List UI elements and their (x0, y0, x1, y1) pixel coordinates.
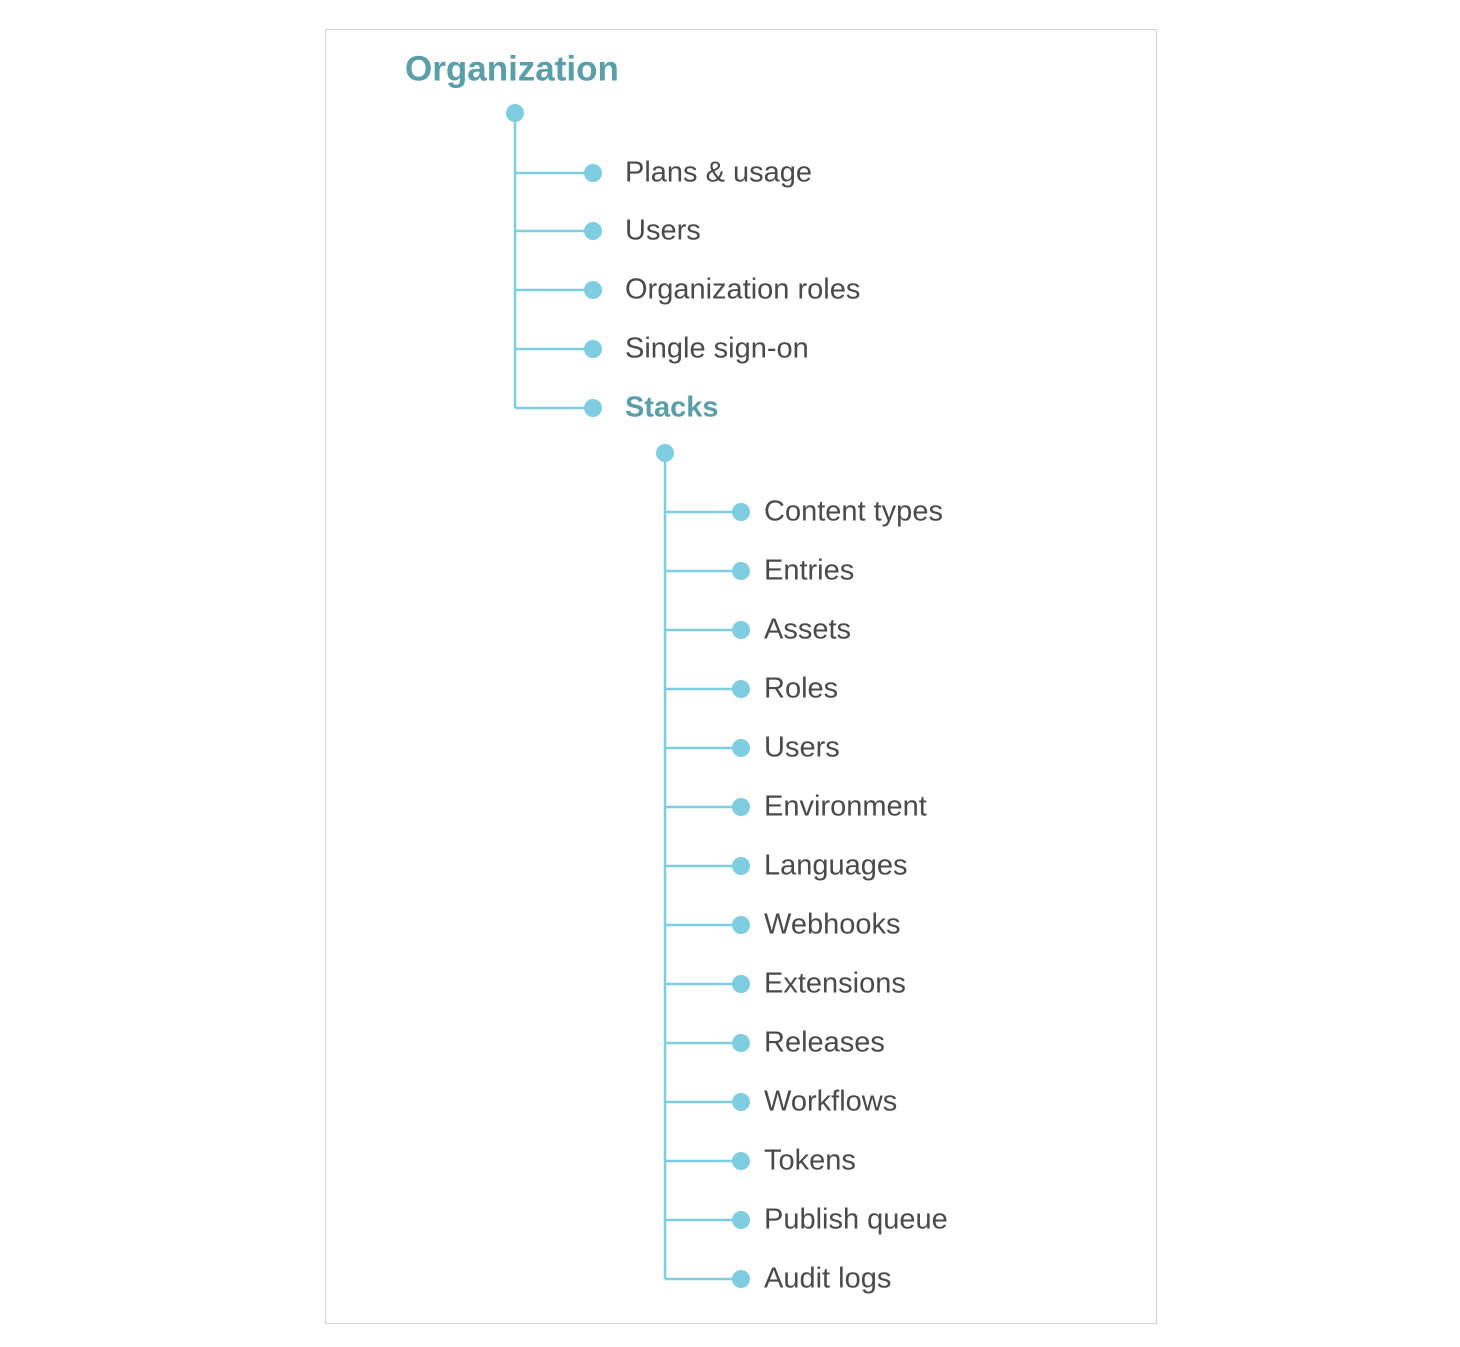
stacks-node-label: Stacks (625, 391, 719, 424)
stacks-child-dot (732, 798, 750, 816)
stack-child-label: Environment (764, 790, 927, 823)
stacks-child-dot (732, 739, 750, 757)
org-child-label: Plans & usage (625, 156, 813, 189)
stacks-child-dot (732, 1270, 750, 1288)
stack-child-label: Roles (764, 672, 839, 705)
root-child-dot (584, 399, 602, 417)
stack-child-label: Tokens (764, 1144, 856, 1177)
root-child-dot (584, 281, 602, 299)
root-child-dot (584, 222, 602, 240)
stacks-child-dot (732, 680, 750, 698)
stacks-child-dot (732, 857, 750, 875)
stacks-node-dot (656, 444, 674, 462)
stack-child-label: Content types (764, 495, 943, 528)
stack-child-label: Assets (764, 613, 852, 646)
stack-child-label: Releases (764, 1026, 885, 1059)
stack-child-label: Audit logs (764, 1262, 892, 1295)
diagram-frame (325, 29, 1157, 1324)
stacks-child-dot (732, 1211, 750, 1229)
root-child-dot (584, 164, 602, 182)
stack-child-label: Languages (764, 849, 908, 882)
root-child-dot (584, 340, 602, 358)
stacks-child-dot (732, 621, 750, 639)
stacks-child-dot (732, 503, 750, 521)
stacks-child-dot (732, 1152, 750, 1170)
stacks-child-dot (732, 1093, 750, 1111)
root-node-dot (506, 104, 524, 122)
stack-child-label: Workflows (764, 1085, 898, 1118)
root-title: Organization (405, 49, 619, 89)
org-child-label: Single sign-on (625, 332, 809, 365)
stack-child-label: Entries (764, 554, 855, 587)
stacks-child-dot (732, 916, 750, 934)
stack-child-label: Users (764, 731, 840, 764)
stack-child-label: Publish queue (764, 1203, 948, 1236)
org-child-label: Users (625, 214, 701, 247)
stacks-child-dot (732, 1034, 750, 1052)
stack-child-label: Extensions (764, 967, 906, 1000)
stack-child-label: Webhooks (764, 908, 901, 941)
stacks-child-dot (732, 562, 750, 580)
org-child-label: Organization roles (625, 273, 861, 306)
stacks-child-dot (732, 975, 750, 993)
